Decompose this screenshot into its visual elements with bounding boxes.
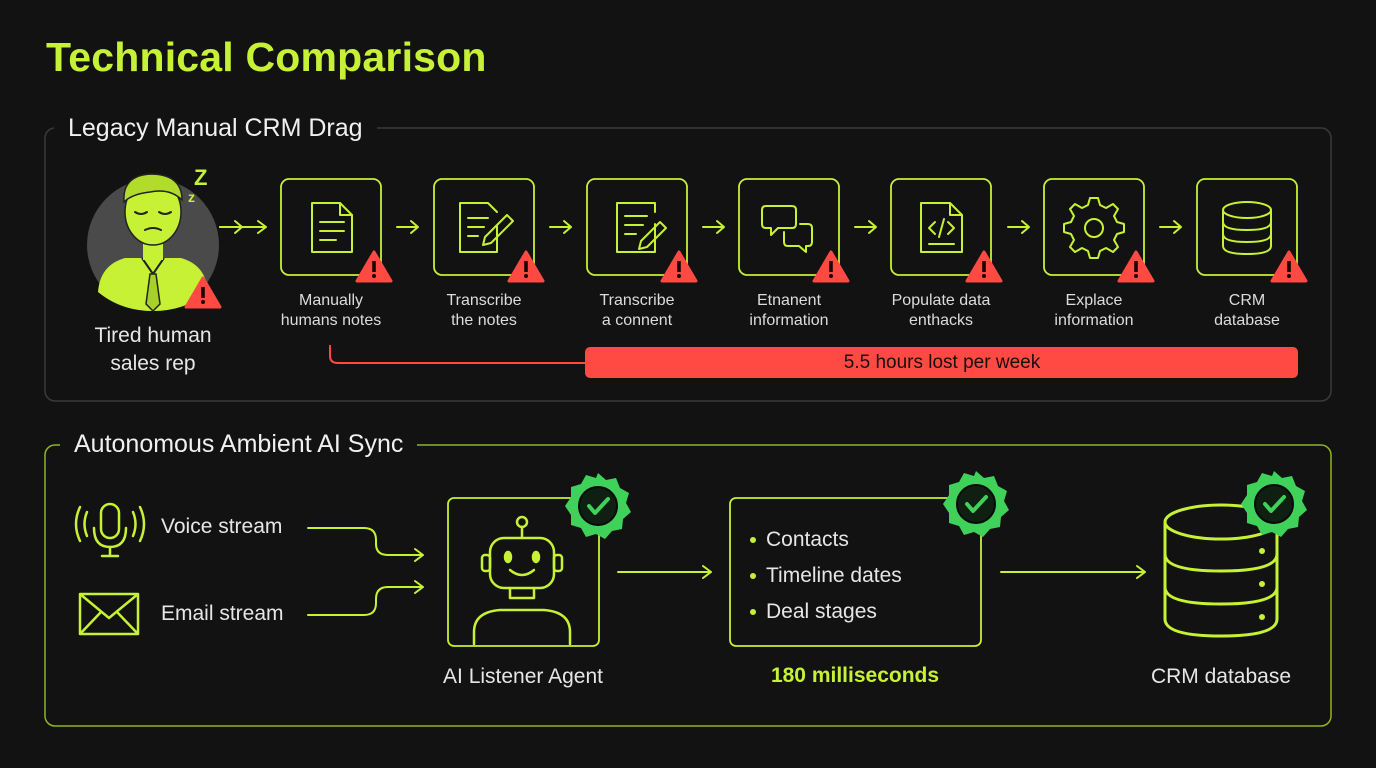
step-1-warning-icon xyxy=(355,250,393,283)
tired-rep-avatar xyxy=(87,173,219,313)
email-stream-label: Email stream xyxy=(161,602,284,625)
voice-stream-label: Voice stream xyxy=(161,515,283,538)
tired-rep-label: Tired human sales rep xyxy=(94,324,212,375)
step-box-1 xyxy=(280,178,382,276)
arrow-rep-line xyxy=(219,220,267,234)
bullet-dot xyxy=(750,609,756,615)
code-file-icon xyxy=(920,202,963,253)
arrow-agent-to-extract xyxy=(617,565,712,579)
step-box-3 xyxy=(586,178,688,276)
agent-box xyxy=(447,497,600,647)
document-pen-icon xyxy=(459,202,514,253)
extract-check-badge-icon xyxy=(941,469,1011,539)
ai-section-label: Autonomous Ambient AI Sync xyxy=(60,430,418,459)
hours-lost-label: 5.5 hours lost per week xyxy=(843,352,1041,373)
microphone-icon xyxy=(74,502,146,558)
step-label-5: Populate data enthacks xyxy=(891,292,991,329)
list-item: Timeline dates xyxy=(750,558,902,594)
step-label-6: Explace information xyxy=(1054,292,1134,329)
database-icon xyxy=(1222,201,1272,256)
document-icon xyxy=(311,202,353,253)
extracted-fields-list: Contacts Timeline dates Deal stages xyxy=(750,522,902,630)
loss-bar xyxy=(585,347,1298,378)
arrow-step-4-5 xyxy=(854,220,877,234)
step-label-7: CRM database xyxy=(1214,292,1280,329)
arrow-step-1-2 xyxy=(396,220,419,234)
bullet-dot xyxy=(750,573,756,579)
arrow-step-6-7 xyxy=(1159,220,1182,234)
list-item: Contacts xyxy=(750,522,902,558)
step-7-warning-icon xyxy=(1270,250,1308,283)
arrow-step-2-3 xyxy=(549,220,572,234)
sleep-z-small: z xyxy=(188,189,195,205)
legacy-section-label: Legacy Manual CRM Drag xyxy=(54,114,377,143)
step-box-2 xyxy=(433,178,535,276)
step-label-2: Transcribe the notes xyxy=(446,292,522,329)
page-title: Technical Comparison xyxy=(46,34,487,80)
step-box-7 xyxy=(1196,178,1298,276)
step-label-3: Transcribe a connent xyxy=(599,292,675,329)
sleep-z-large: Z xyxy=(194,165,207,190)
bullet-dot xyxy=(750,537,756,543)
envelope-icon xyxy=(78,592,140,636)
crm-check-badge-icon xyxy=(1239,469,1309,539)
step-box-5 xyxy=(890,178,992,276)
db-light-2 xyxy=(1259,581,1265,587)
step-4-warning-icon xyxy=(812,250,850,283)
email-stream-arrow xyxy=(307,580,424,616)
db-light-3 xyxy=(1259,614,1265,620)
chat-bubbles-icon xyxy=(761,205,813,253)
crm-database-label: CRM database xyxy=(1150,665,1292,688)
step-6-warning-icon xyxy=(1117,250,1155,283)
step-label-4: Etnanent information xyxy=(749,292,829,329)
legacy-section-frame xyxy=(44,127,1332,402)
extract-box xyxy=(729,497,982,647)
gear-icon xyxy=(1063,197,1125,259)
db-light-1 xyxy=(1259,548,1265,554)
robot-icon xyxy=(472,515,572,646)
agent-label: AI Listener Agent xyxy=(443,665,603,688)
step-box-6 xyxy=(1043,178,1145,276)
latency-label: 180 milliseconds xyxy=(770,664,940,687)
agent-check-badge-icon xyxy=(563,471,633,541)
document-edit-icon xyxy=(616,202,667,253)
arrow-extract-to-crm xyxy=(1000,565,1146,579)
step-5-warning-icon xyxy=(965,250,1003,283)
arrow-step-5-6 xyxy=(1007,220,1030,234)
list-item: Deal stages xyxy=(750,594,902,630)
voice-stream-arrow xyxy=(307,527,424,562)
arrow-step-3-4 xyxy=(702,220,725,234)
step-2-warning-icon xyxy=(507,250,545,283)
step-label-1: Manually humans notes xyxy=(280,292,382,329)
step-box-4 xyxy=(738,178,840,276)
ai-section-frame xyxy=(44,444,1332,727)
step-3-warning-icon xyxy=(660,250,698,283)
loss-bracket-line xyxy=(329,345,587,364)
